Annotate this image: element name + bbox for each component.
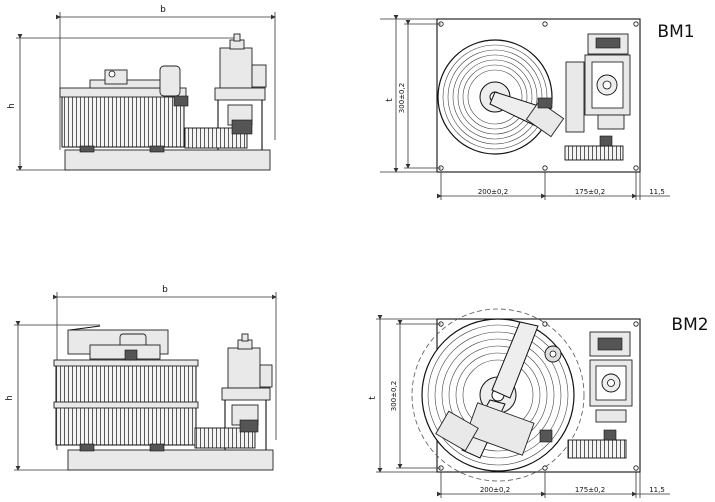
bm2-dim-175: 175±0,2 [575, 486, 605, 494]
bm2-toroid [421, 318, 575, 472]
bm2-top-height-dim: 300±0,2 [390, 381, 398, 411]
bm2-side-width-label: b [162, 285, 168, 295]
bm1-side-height-label: h [7, 103, 17, 109]
bm1-top-height-dim: 300±0,2 [398, 83, 406, 113]
bm1-side-view: b h [7, 5, 276, 171]
bm2-side-view: b h [5, 285, 277, 471]
bm2-dim-11-5: 11,5 [649, 486, 665, 494]
bm2-top-dimensions: t 300±0,2 200±0,2 175±0,2 11,5 [368, 315, 670, 498]
bm2-side-height-label: h [5, 395, 15, 401]
bm1-side-width-label: b [160, 5, 166, 15]
bm1-top-dimensions: t 300±0,2 200±0,2 175±0,2 11,5 [380, 15, 670, 200]
bm1-dim-200: 200±0,2 [478, 188, 508, 196]
bm2-top-height-label: t [368, 396, 378, 400]
bm2-dim-200: 200±0,2 [480, 486, 510, 494]
bm1-top-height-label: t [385, 98, 395, 102]
bm2-top-view [411, 308, 641, 482]
bm1-dim-175: 175±0,2 [575, 188, 605, 196]
bm1-top-view [436, 18, 641, 173]
bm1-model-label: BM1 [657, 22, 694, 42]
bm1-dim-11-5: 11,5 [649, 188, 665, 196]
bm2-model-label: BM2 [671, 315, 708, 335]
